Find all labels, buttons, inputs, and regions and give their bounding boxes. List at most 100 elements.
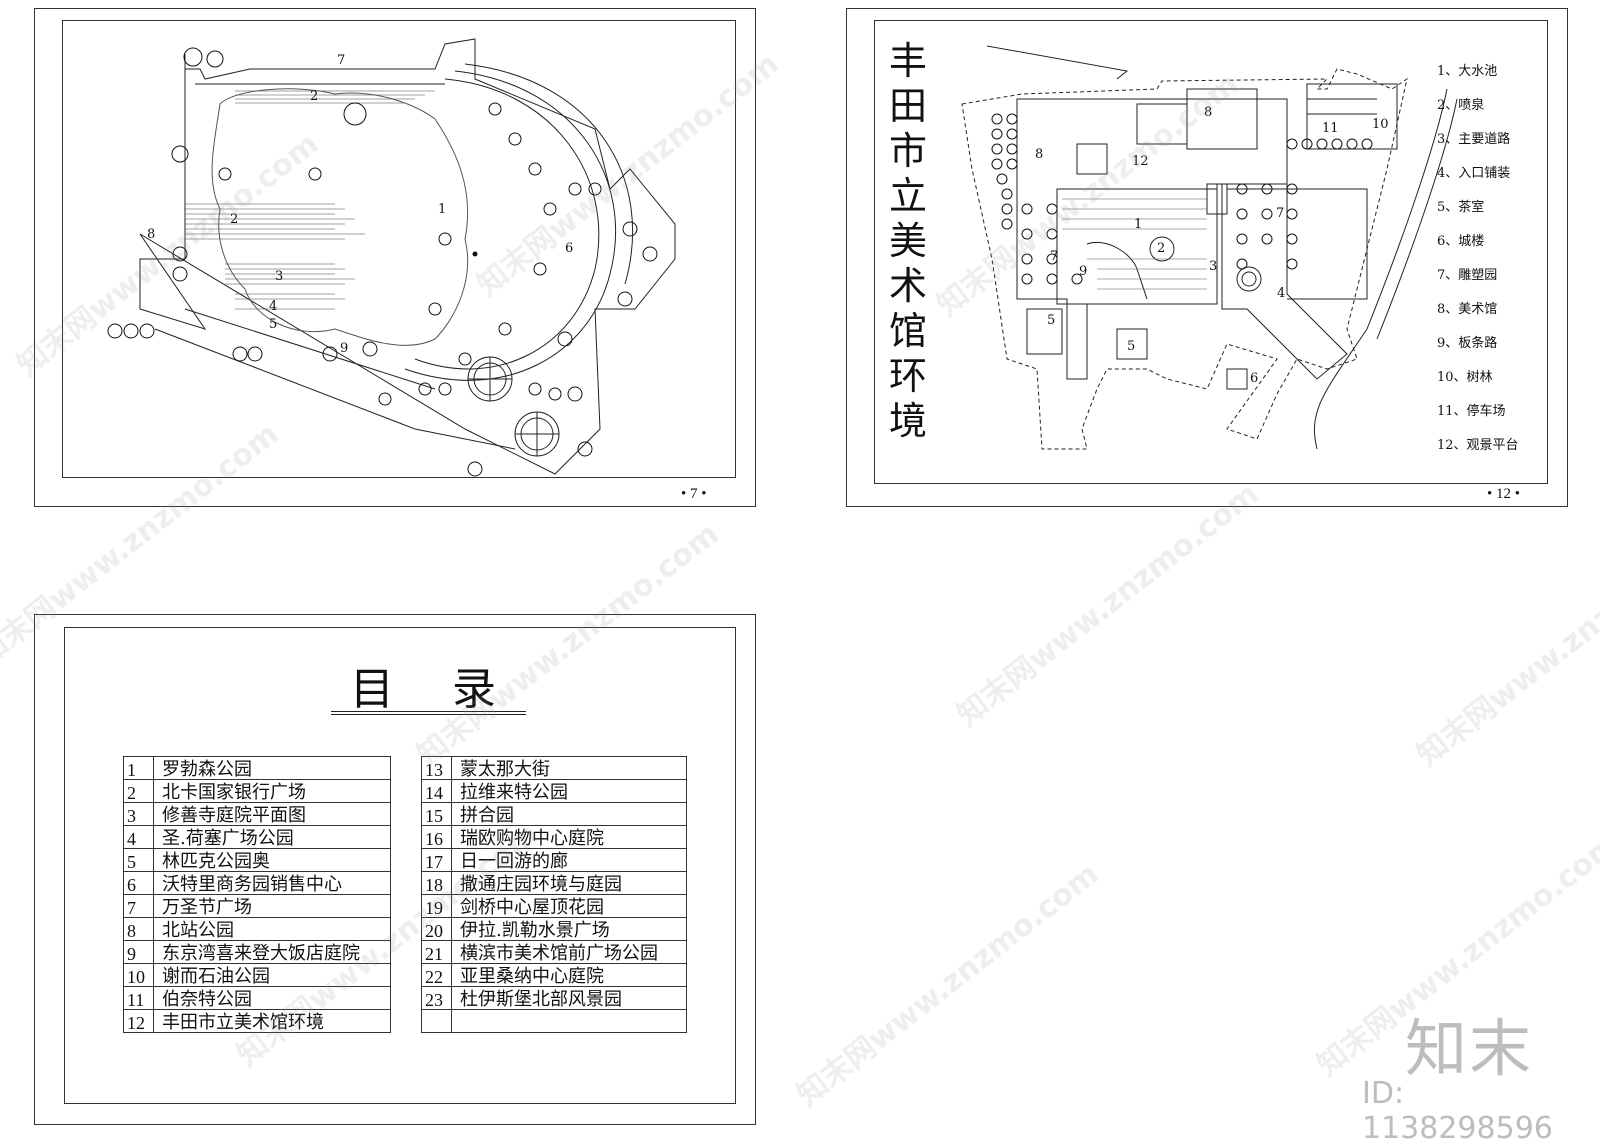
- toc-num: 9: [123, 940, 154, 964]
- plan-label: 3: [1209, 259, 1218, 274]
- plan-label: 5: [1047, 313, 1056, 328]
- plan-label: 7: [1050, 249, 1059, 264]
- legend-item: 7、雕塑园: [1437, 268, 1498, 283]
- toc-entry: 剑桥中心屋顶花园: [451, 894, 687, 918]
- plan-label: 5: [269, 317, 278, 332]
- plan-label: 2: [310, 89, 319, 104]
- toc-num: 11: [123, 986, 154, 1010]
- toc-entry: 罗勃森公园: [153, 756, 391, 780]
- toc-num: 2: [123, 779, 154, 803]
- toc-entry: 谢而石油公园: [153, 963, 391, 987]
- page-number: • 7 •: [681, 486, 707, 502]
- plan-label: 4: [1277, 286, 1286, 301]
- toc-title: 目 录: [350, 664, 518, 715]
- toc-entry: 伊拉.凯勒水景广场: [451, 917, 687, 941]
- toc-entry: 拼合园: [451, 802, 687, 826]
- plan-label: 4: [269, 299, 278, 314]
- watermark-text: 知末网www.znzmo.com: [950, 476, 1266, 734]
- toc-num: 14: [421, 779, 452, 803]
- plan-label: 8: [1035, 147, 1044, 162]
- plan-label: 6: [1250, 371, 1259, 386]
- toc-entry: 瑞欧购物中心庭院: [451, 825, 687, 849]
- toc-entry: 万圣节广场: [153, 894, 391, 918]
- title-char: 术: [888, 264, 927, 308]
- toc-entry: 横滨市美术馆前广场公园: [451, 940, 687, 964]
- title-char: 田: [888, 84, 927, 128]
- plan-label: 9: [340, 341, 349, 356]
- brand-logo: 知末: [1405, 1012, 1534, 1085]
- sheet-museum-plan-12: 丰 田 市 立 美 术 馆 环 境: [846, 8, 1568, 507]
- toc-num: 3: [123, 802, 154, 826]
- toc-entry: 北卡国家银行广场: [153, 779, 391, 803]
- toc-num: 7: [123, 894, 154, 918]
- sheet-inner-frame: [62, 20, 736, 478]
- plan-label: 7: [1276, 206, 1285, 221]
- toc-num: 10: [123, 963, 154, 987]
- legend-item: 9、板条路: [1437, 336, 1498, 351]
- watermark-text: 知末网www.znzmo.com: [1410, 516, 1600, 774]
- title-char: 市: [888, 129, 927, 173]
- toc-title-underline: [331, 714, 526, 715]
- toc-entry: 林匹克公园奥: [153, 848, 391, 872]
- toc-num: 5: [123, 848, 154, 872]
- plan-label: 3: [275, 269, 284, 284]
- plan-label: 2: [1157, 241, 1166, 256]
- plan-label: 1: [438, 202, 447, 217]
- plan-legend: 1、大水池 2、喷泉 3、主要道路 4、入口铺装 5、茶室 6、城楼 7、雕塑园…: [1437, 55, 1519, 463]
- toc-entry: 撒通庄园环境与庭园: [451, 871, 687, 895]
- legend-item: 11、停车场: [1437, 404, 1506, 419]
- plan-label: 8: [147, 227, 156, 242]
- plan-label: 2: [230, 212, 239, 227]
- toc-num: 4: [123, 825, 154, 849]
- toc-num: 12: [123, 1009, 154, 1033]
- toc-entry: 拉维来特公园: [451, 779, 687, 803]
- site-plan-drawing: [107, 38, 676, 477]
- toc-entry: [451, 1009, 687, 1033]
- sheet-site-plan-7: 1 2 2 3 4 5 6 7 8 9 • 7 •: [34, 8, 756, 507]
- watermark-text: 知末网www.znzmo.com: [790, 856, 1106, 1114]
- toc-entry: 蒙太那大街: [451, 756, 687, 780]
- title-char: 境: [888, 399, 927, 443]
- legend-item: 1、大水池: [1437, 64, 1498, 79]
- toc-entry: 丰田市立美术馆环境: [153, 1009, 391, 1033]
- plan-label: 8: [1204, 105, 1213, 120]
- toc-num: 13: [421, 756, 452, 780]
- plan-label: 9: [1079, 264, 1088, 279]
- toc-entry: 杜伊斯堡北部风景园: [451, 986, 687, 1010]
- toc-num: [421, 1009, 452, 1033]
- table-row: [421, 1009, 687, 1033]
- legend-item: 5、茶室: [1437, 200, 1485, 215]
- toc-entry: 亚里桑纳中心庭院: [451, 963, 687, 987]
- legend-item: 6、城楼: [1437, 234, 1485, 249]
- legend-item: 2、喷泉: [1437, 98, 1485, 113]
- legend-item: 3、主要道路: [1437, 132, 1511, 147]
- toc-num: 22: [421, 963, 452, 987]
- museum-plan-drawing: [961, 45, 1458, 450]
- toc-num: 8: [123, 917, 154, 941]
- plan-label: 12: [1132, 154, 1149, 169]
- title-char: 美: [888, 219, 927, 263]
- toc-num: 17: [421, 848, 452, 872]
- toc-entry: 修善寺庭院平面图: [153, 802, 391, 826]
